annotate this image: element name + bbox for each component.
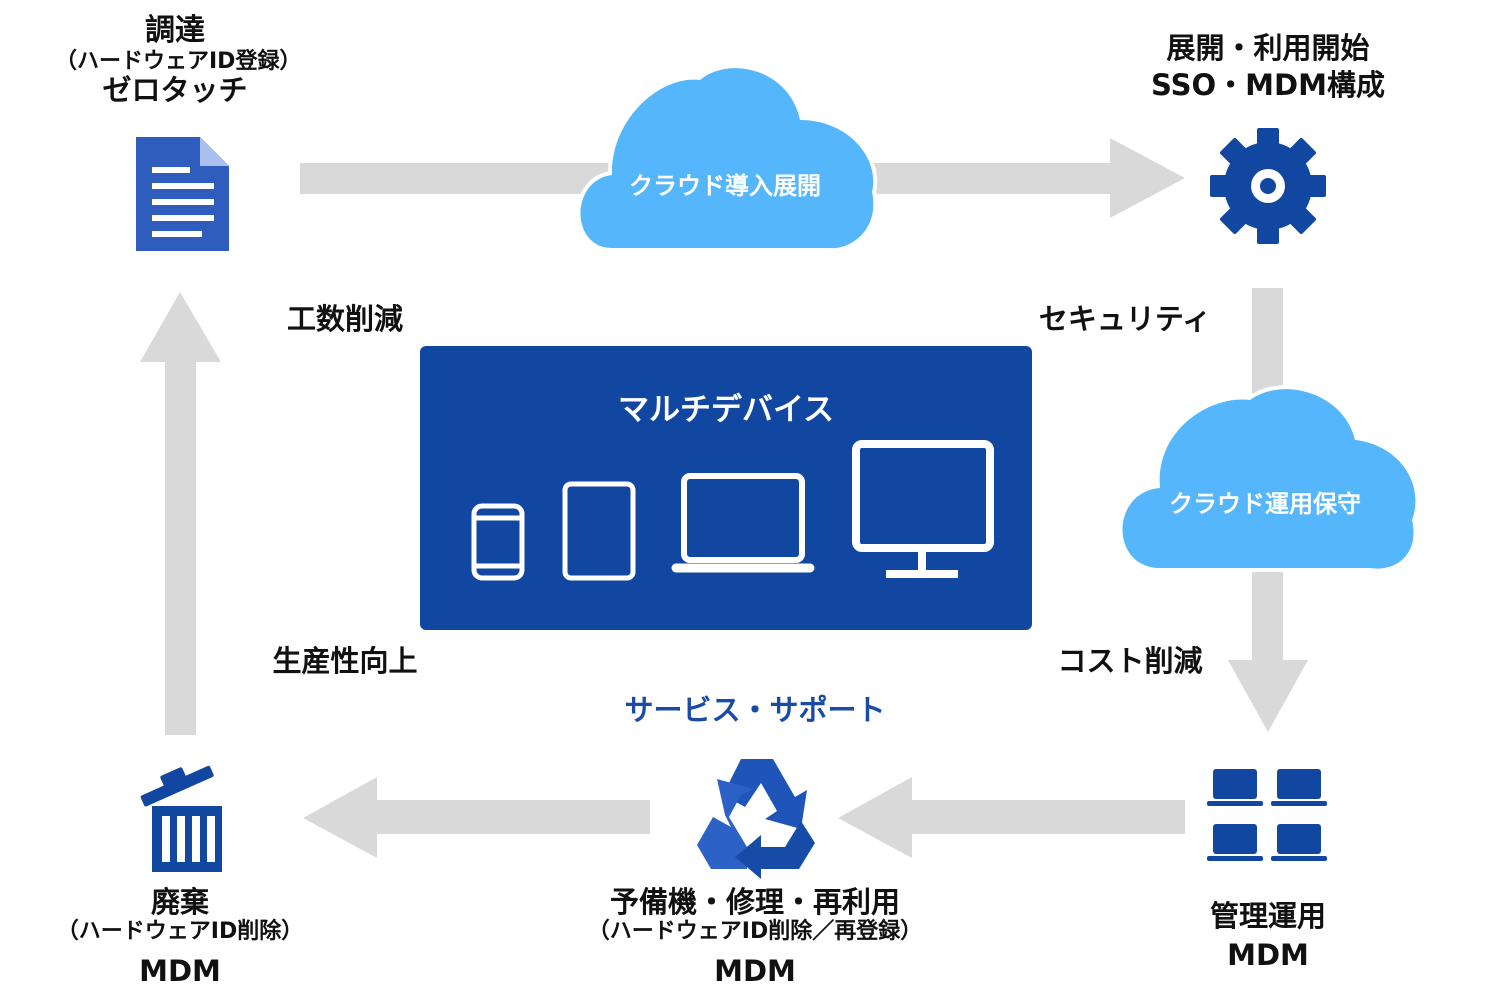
step-manage-title: 管理運用 [1209,899,1326,933]
step-procure-extra: ゼロタッチ [102,72,248,107]
step-dispose-sub: （ハードウェアID削除） [56,919,304,945]
step-repair-extra: MDM [714,953,796,988]
step-procure-sub: （ハードウェアID登録） [55,48,302,74]
step-procure-title: 調達 [145,13,205,48]
arrow-dispose-to-procure [140,292,221,735]
arrow-manage-to-repair [838,777,1185,858]
step-dispose-extra: MDM [139,953,221,988]
step-deploy: 展開・利用開始 SSO・MDM構成 [1118,31,1418,103]
smartphone-icon [471,503,525,581]
benefit-cost: コスト削減 [1057,644,1203,678]
benefit-productivity: 生産性向上 [272,644,418,678]
step-manage-extra: MDM [1227,938,1309,973]
step-dispose: 廃棄 （ハードウェアID削除） MDM [50,885,310,988]
cloud-maintain-label: クラウド運用保守 [1169,490,1361,518]
multi-device-panel [420,346,1032,630]
laptop-icon [671,473,815,573]
step-repair-sub: （ハードウェアID削除／再登録） [587,919,923,945]
arrow-repair-to-dispose [303,777,650,858]
cloud-deploy-label: クラウド導入展開 [629,172,821,200]
step-deploy-extra: SSO・MDM構成 [1151,68,1385,103]
step-repair-title: 予備機・修理・再利用 [609,885,900,919]
laptops-grid-icon [1207,769,1327,861]
step-repair: 予備機・修理・再利用 （ハードウェアID削除／再登録） MDM [560,885,950,988]
tablet-icon [562,481,636,581]
recycle-icon [697,759,815,879]
trash-icon [140,765,222,872]
multi-device-title: マルチデバイス [617,392,835,428]
benefit-effort: 工数削減 [286,302,403,336]
step-manage: 管理運用 MDM [1168,899,1368,973]
step-procure: 調達 （ハードウェアID登録） ゼロタッチ [55,13,302,107]
cloud-maintain [1118,385,1420,573]
cloud-deploy [576,64,878,253]
benefit-security: セキュリティ [1038,302,1212,336]
step-dispose-title: 廃棄 [150,885,209,919]
gear-icon [1210,128,1326,244]
service-support: サービス・サポート [624,693,886,727]
document-icon [136,137,229,251]
monitor-icon [852,440,994,578]
step-deploy-title: 展開・利用開始 [1166,31,1370,65]
